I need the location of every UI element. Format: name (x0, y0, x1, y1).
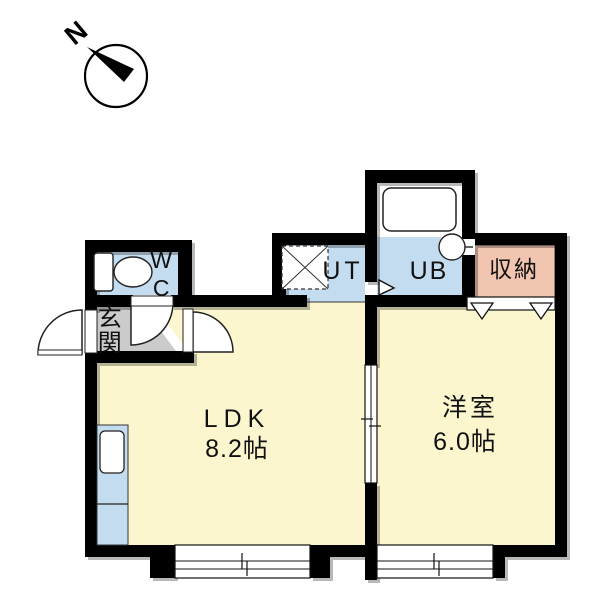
bath-door-icon (378, 278, 396, 297)
wall-right (555, 233, 567, 557)
window-ldk (174, 544, 311, 579)
washbasin-icon (438, 233, 475, 261)
wall-bath-left (365, 170, 377, 282)
storage-label: 収納 (489, 256, 539, 282)
kitchen-sink-icon (99, 430, 125, 474)
bathtub-icon (382, 187, 457, 232)
western-room-size-label: 6.0帖 (433, 428, 497, 456)
wall-pier-4 (493, 545, 505, 578)
wall-pier-2 (310, 545, 330, 578)
utility-label: UT (322, 257, 364, 285)
ldk-size-label: 8.2帖 (205, 435, 269, 463)
bath-label: UB (409, 257, 449, 285)
wc-door (130, 295, 174, 346)
wall-pier-3 (365, 545, 377, 580)
window-western-room (376, 544, 494, 579)
wc-label: WC (148, 247, 175, 303)
entrance-label: 玄関 (93, 305, 121, 355)
ldk-door (182, 308, 234, 353)
wall-wc-top (85, 240, 190, 252)
entrance-door (37, 309, 98, 356)
western-room-label: 洋室 (441, 394, 498, 422)
sliding-door (361, 364, 381, 484)
washing-machine-area-icon (281, 245, 329, 290)
wall-pier-1 (150, 545, 175, 578)
compass-icon: N (59, 15, 149, 109)
wall-bath-bottom (365, 295, 475, 307)
ldk-label: LDK (203, 405, 271, 433)
wall-band-2 (171, 295, 307, 307)
wall-divider-lower (365, 483, 377, 557)
storage-doors (466, 296, 556, 321)
wall-utility-top (272, 233, 367, 245)
wall-bottom-3 (493, 545, 567, 557)
wall-storage-top (462, 233, 567, 245)
kitchen-counter (96, 424, 129, 546)
wall-bath-top (365, 170, 475, 183)
wall-left-lower (85, 353, 97, 557)
wall-band-1 (85, 295, 133, 307)
western-room-floor (377, 307, 555, 545)
compass-north-label: N (59, 15, 93, 51)
wall-entrance-south (97, 351, 194, 363)
wall-divider-upper (365, 295, 377, 365)
toilet-icon (93, 252, 153, 292)
wall-wc-right (178, 240, 192, 298)
